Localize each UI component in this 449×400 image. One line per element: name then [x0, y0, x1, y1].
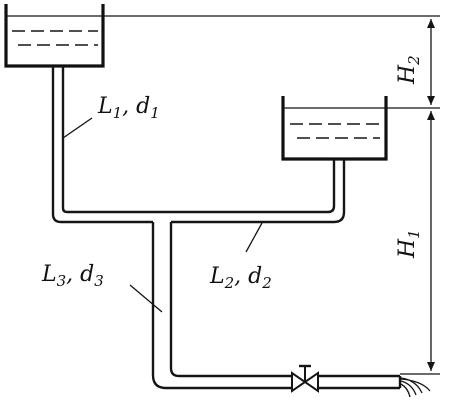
pipe-1-outer-wall: [51, 66, 153, 224]
valve-icon: [291, 364, 319, 393]
pipe-1-label: L1,d1: [97, 94, 160, 122]
pipe-1-inner-wall: [61, 66, 153, 214]
upper-reservoir: [4, 4, 105, 68]
pipe-2-label: L2,d2: [209, 264, 272, 292]
pipe-2-inner-wall: [153, 159, 336, 214]
pipe-3-label: L3,d3: [41, 262, 104, 290]
upper-reservoir-wall: [4, 4, 105, 68]
lower-reservoir: [281, 96, 388, 161]
head-h1-label: H1: [395, 229, 423, 259]
pipe-3-outer-wall: [151, 222, 292, 390]
pipe-3-inner-wall: [169, 222, 292, 378]
lower-reservoir-wall: [281, 96, 388, 161]
pipe-2-leader-line: [245, 222, 263, 253]
head-h2-label: H2: [395, 55, 423, 85]
pipe-1-leader-line: [62, 117, 93, 139]
pipe-2-outer-wall: [171, 159, 346, 224]
discharge-jet-icon: [400, 377, 431, 398]
pipe-3-leader-line: [129, 284, 163, 313]
